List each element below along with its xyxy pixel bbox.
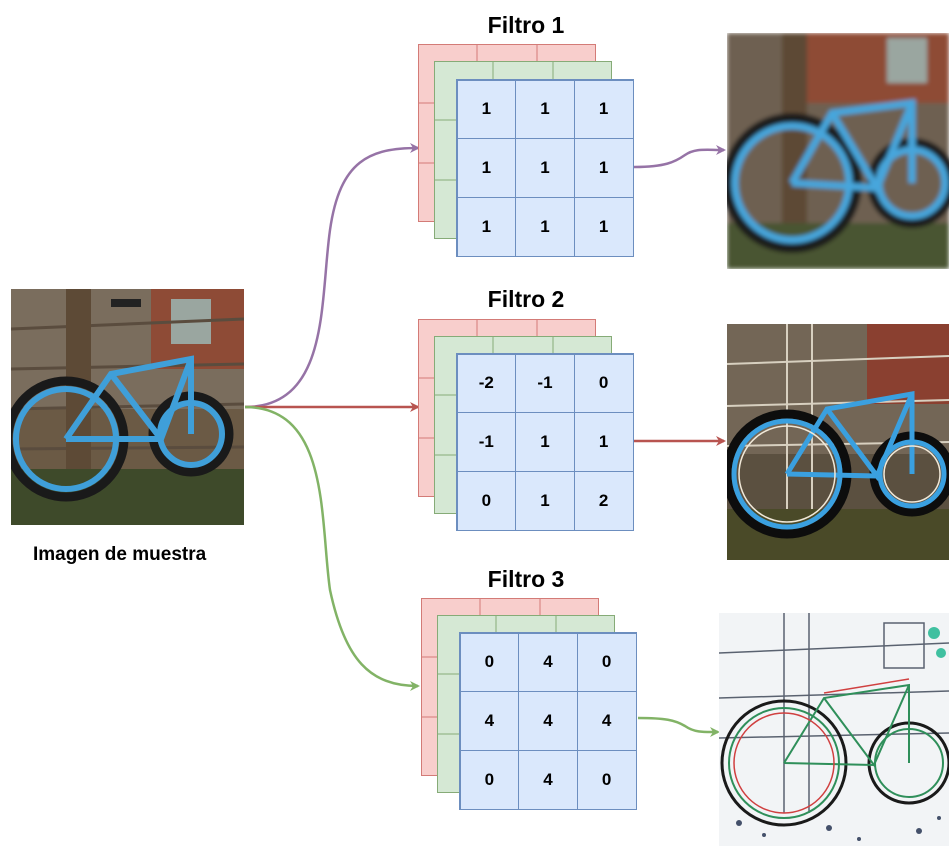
matrix-cell: 0 <box>456 470 517 531</box>
matrix-cell: 4 <box>459 691 520 751</box>
matrix-cell: 1 <box>573 138 634 198</box>
sample-caption: Imagen de muestra <box>33 544 207 565</box>
matrix-cell: -1 <box>515 353 575 414</box>
matrix-cell: 1 <box>456 196 517 257</box>
matrix-cell: 4 <box>518 632 578 693</box>
matrix-cell: 0 <box>573 353 634 414</box>
sample-image <box>11 289 244 525</box>
matrix-cell: 1 <box>515 79 575 140</box>
matrix-cell: 1 <box>456 79 517 140</box>
matrix-cell: 1 <box>456 138 517 198</box>
matrix-cell: 1 <box>573 412 634 472</box>
filtro-1-matrix: 1 1 1 1 1 1 1 1 1 <box>456 79 634 257</box>
matrix-cell: 2 <box>573 470 634 531</box>
matrix-cell: 1 <box>515 138 575 198</box>
output-image-filtro-3 <box>719 613 949 846</box>
filtro-1-title: Filtro 1 <box>487 12 565 38</box>
arrow-sample-to-filtro-1 <box>244 143 420 409</box>
arrow-sample-to-filtro-3 <box>244 405 420 691</box>
filtro-3-title: Filtro 3 <box>487 566 565 592</box>
matrix-cell: 1 <box>515 470 575 531</box>
matrix-cell: 0 <box>459 632 520 693</box>
filtro-2-matrix: -2 -1 0 -1 1 1 0 1 2 <box>456 353 634 531</box>
matrix-cell: 0 <box>459 749 520 810</box>
matrix-cell: -2 <box>456 353 517 414</box>
matrix-cell: 1 <box>573 79 634 140</box>
filtro-2-title: Filtro 2 <box>487 286 565 312</box>
matrix-cell: -1 <box>456 412 517 472</box>
matrix-cell: 0 <box>576 632 637 693</box>
matrix-cell: 4 <box>576 691 637 751</box>
matrix-cell: 1 <box>573 196 634 257</box>
matrix-cell: 4 <box>518 749 578 810</box>
arrow-filtro-3-to-output <box>637 716 720 738</box>
output-image-filtro-2 <box>727 324 949 560</box>
output-image-filtro-1 <box>727 33 949 269</box>
arrow-filtro-1-to-output <box>633 144 726 169</box>
filtro-3-matrix: 0 4 0 4 4 4 0 4 0 <box>459 632 637 810</box>
matrix-cell: 1 <box>515 412 575 472</box>
matrix-cell: 4 <box>518 691 578 751</box>
matrix-cell: 1 <box>515 196 575 257</box>
matrix-cell: 0 <box>576 749 637 810</box>
